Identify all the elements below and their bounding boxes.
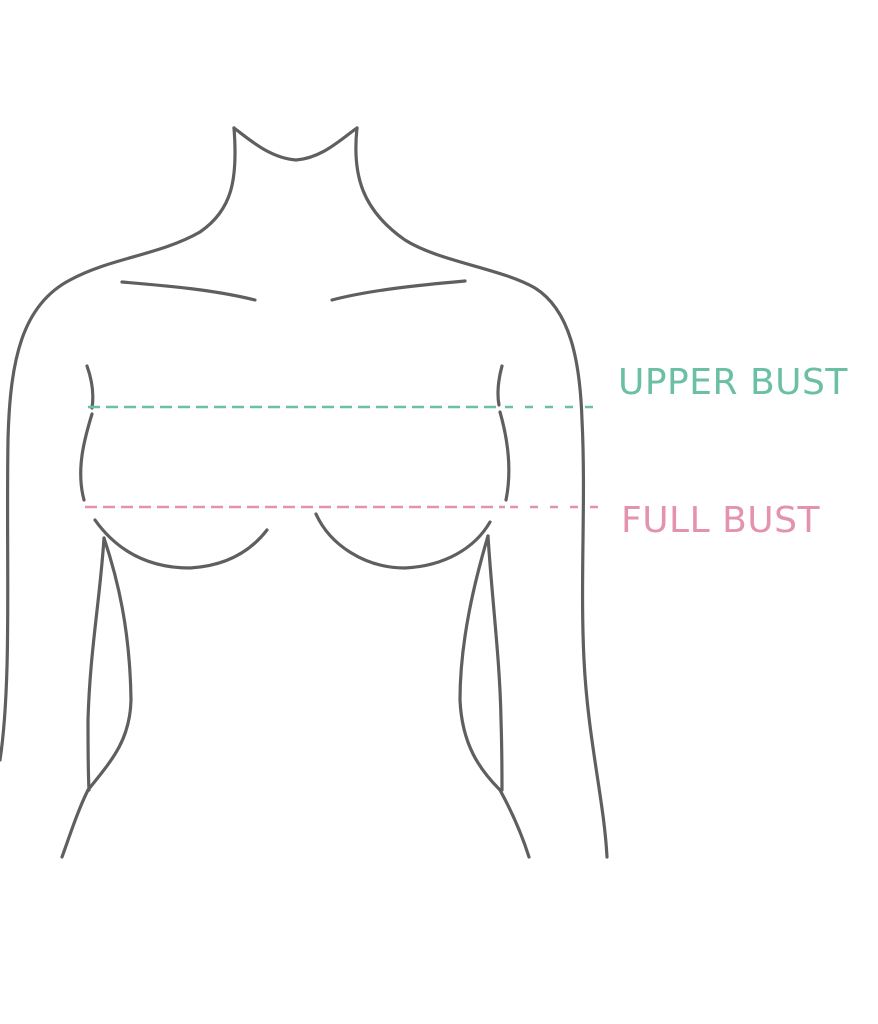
right-bust-upper-curve: [496, 364, 504, 407]
right-inner-arm: [486, 534, 504, 792]
left-neck-shoulder-arm-outline: [0, 126, 237, 762]
full-bust-label: FULL BUST: [621, 500, 821, 541]
right-bust-side-curve: [498, 410, 511, 502]
left-inner-arm: [86, 536, 106, 792]
left-breast-curve: [93, 518, 269, 570]
left-bust-upper-curve: [85, 364, 95, 410]
left-collarbone: [120, 280, 257, 302]
left-torso-side: [60, 536, 133, 859]
neck-left-shoulder-outline: [232, 126, 359, 162]
right-breast-curve: [314, 512, 492, 570]
right-neck-shoulder-arm-outline: [354, 126, 609, 859]
right-collarbone: [330, 279, 467, 302]
left-bust-side-curve: [79, 412, 94, 502]
right-torso-side: [458, 534, 531, 859]
upper-bust-label: UPPER BUST: [618, 362, 848, 403]
